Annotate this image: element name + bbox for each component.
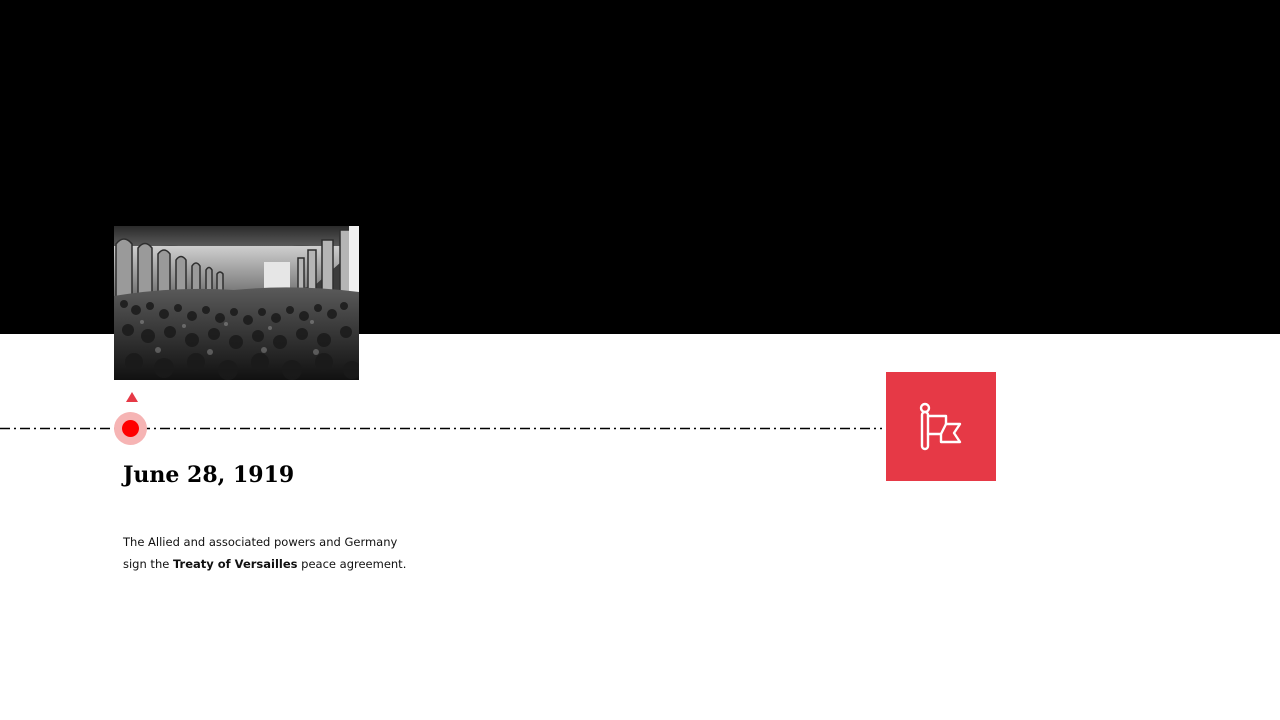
timeline-marker[interactable] — [122, 420, 139, 437]
event-description: The Allied and associated powers and Ger… — [123, 531, 423, 575]
event-description-end: peace agreement. — [297, 557, 407, 571]
event-date: June 28, 1919 — [123, 462, 295, 488]
event-photo — [114, 226, 359, 380]
event-description-start: The Allied and associated powers and Ger… — [123, 535, 398, 571]
photo-pointer-triangle — [126, 392, 138, 402]
flag-icon — [919, 402, 962, 450]
event-description-highlight: Treaty of Versailles — [172, 557, 298, 571]
timeline-line — [0, 427, 882, 430]
milestone-badge — [886, 372, 996, 481]
